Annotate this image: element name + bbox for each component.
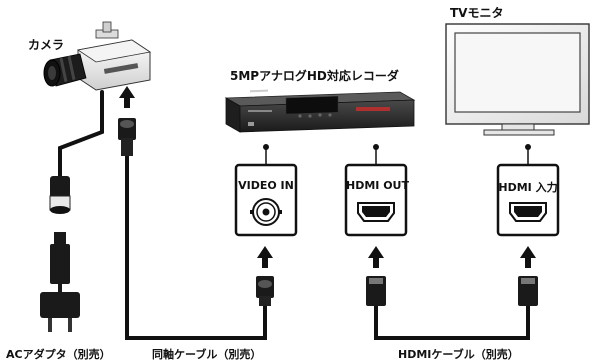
hdmi-port-icon (357, 202, 395, 222)
recorder-image (224, 89, 416, 133)
dc-plug (49, 176, 71, 214)
coax-connector-camera (118, 118, 136, 156)
hdmi-plug-monitor (518, 276, 538, 306)
arrow-up-icon (520, 246, 536, 268)
hdmi-out-port-label: HDMI OUT (346, 179, 409, 192)
hdmi-out-port-box (344, 163, 408, 237)
recorder-leader-lines (265, 147, 529, 165)
arrow-up-icon (119, 86, 135, 108)
hdmi-plug-recorder (366, 276, 386, 306)
coax-cable (125, 152, 267, 340)
ac-adapter-label: ACアダプタ（別売） (6, 348, 111, 361)
hdmi-cable-label: HDMIケーブル（別売） (398, 348, 519, 361)
leader-dot (373, 144, 379, 150)
leader-dot (263, 144, 269, 150)
ac-adapter-image (40, 232, 80, 332)
camera-image (43, 21, 152, 91)
leader-dot (525, 144, 531, 150)
recorder-label: 5MPアナログHD対応レコーダ (230, 69, 399, 83)
video-in-port-label: VIDEO IN (238, 179, 294, 192)
arrow-up-icon (368, 246, 384, 268)
power-cable (58, 90, 104, 182)
bnc-port-icon (250, 198, 282, 226)
video-in-port-box (234, 163, 298, 237)
coax-connector-recorder (256, 276, 274, 306)
monitor-label: TVモニタ (450, 6, 504, 20)
hdmi-cable (374, 304, 530, 340)
arrow-up-icon (257, 246, 273, 268)
coax-cable-label: 同軸ケーブル（別売） (152, 348, 262, 361)
hdmi-in-port-label: HDMI 入力 (498, 181, 558, 194)
hdmi-in-port-box (496, 163, 560, 237)
camera-label: カメラ (28, 38, 65, 52)
monitor-image (445, 23, 590, 136)
hdmi-port-icon (509, 202, 547, 222)
